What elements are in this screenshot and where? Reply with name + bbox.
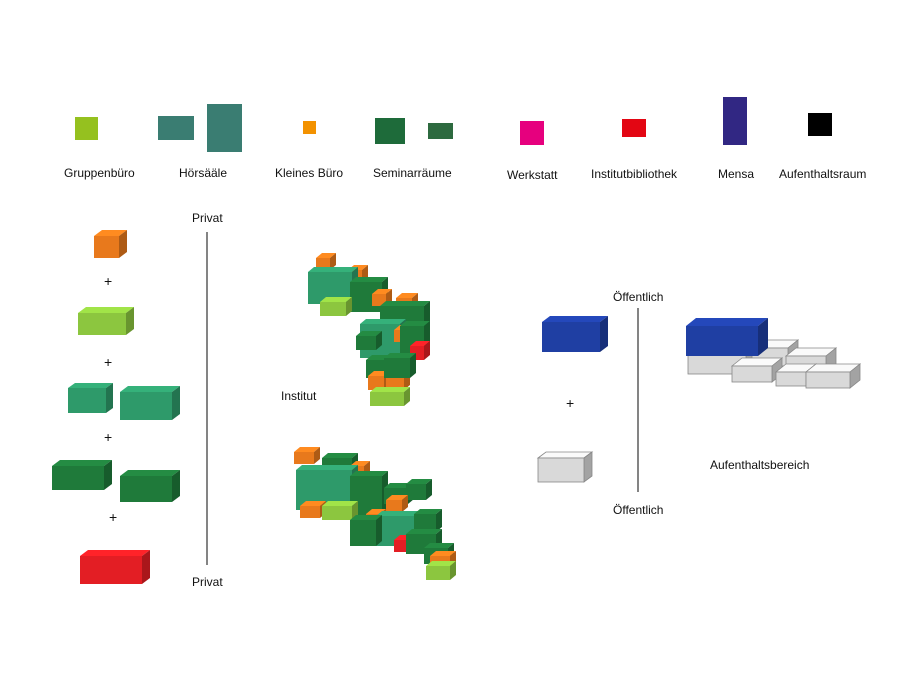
legend-label-kleines-buero: Kleines Büro [275,166,344,180]
inst-b-dg-5 [350,515,382,546]
privat-top-label: Privat [192,211,223,225]
legend-swatch-hoersaele-large [207,104,242,152]
inst-a-orange-3 [372,289,392,306]
inst-b-dg-6 [414,509,442,532]
legend-swatch-aufenthaltsraum [808,113,832,136]
component-orange-box [94,230,127,258]
plus-sign-4: + [109,509,118,525]
inst-b-orange-4 [386,495,408,512]
inst-b-dg-4 [406,479,432,500]
plus-sign-2: + [104,354,113,370]
plus-sign-5: + [566,395,575,411]
legend-label-seminarraeume: Seminarräume [373,166,452,180]
component-red-box [80,550,150,584]
mensa-blue-box [542,316,608,352]
privat-bottom-label: Privat [192,575,223,589]
composite-grey-6 [804,363,862,389]
oeffentlich-bottom-label: Öffentlich [613,503,664,517]
legend-swatch-hoersaele-small [158,116,194,140]
plus-sign-1: + [104,273,113,289]
legend-label-aufenthaltsraum: Aufenthaltsraum [779,167,867,181]
inst-a-lime-2 [370,387,410,406]
aufenthalt-grey-box [536,451,594,483]
legend-swatch-gruppenbuero [75,117,98,140]
legend-label-mensa: Mensa [718,167,755,181]
institut-label: Institut [281,389,317,403]
composite-grey-4 [730,357,784,383]
aufenthaltsbereich-label: Aufenthaltsbereich [710,458,810,472]
legend-swatch-mensa [723,97,747,145]
plus-sign-3: + [104,429,113,445]
legend-label-institutbibliothek: Institutbibliothek [591,167,678,181]
inst-b-lime-1 [322,501,358,520]
inst-b-orange-1 [294,447,320,464]
legend-label-gruppenbuero: Gruppenbüro [64,166,135,180]
inst-a-dg-6 [384,353,416,378]
component-darkgreen-box-right [120,470,180,502]
legend-swatch-institutbibliothek [622,119,646,137]
component-teal-box-small [68,383,113,413]
component-lime-box [78,307,134,335]
legend-swatch-seminarraeume-small [428,123,453,139]
component-darkgreen-box-left [52,460,112,490]
inst-a-lime-1 [320,297,352,316]
component-teal-box-large [120,386,180,420]
legend-label-hoersaele: Hörsääle [179,166,228,180]
legend-swatch-seminarraeume-large [375,118,405,144]
legend-swatch-kleines-buero [303,121,316,134]
composite-blue [686,318,768,356]
inst-b-lime-2 [426,561,456,580]
inst-a-dg-3 [356,331,382,350]
legend-label-werkstatt: Werkstatt [507,168,558,182]
legend-swatch-werkstatt [520,121,544,145]
oeffentlich-top-label: Öffentlich [613,290,664,304]
